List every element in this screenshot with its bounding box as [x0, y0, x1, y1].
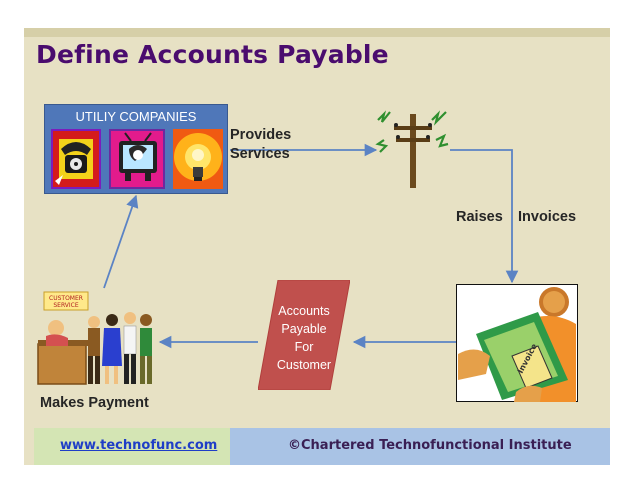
footer-left-panel	[34, 428, 230, 465]
provides-text: Provides	[230, 127, 292, 143]
light-bulb-icon	[173, 129, 223, 189]
ap-line-3: For	[294, 340, 314, 354]
ap-line-1: Accounts	[278, 304, 330, 318]
utility-companies-box: UTILIY COMPANIES	[44, 104, 228, 194]
arrow-raises-invoices	[450, 149, 519, 284]
copyright-text: ©Chartered Technofunctional Institute	[288, 438, 572, 453]
invoices-label: Invoices	[518, 209, 577, 225]
top-bar	[24, 28, 610, 37]
makes-payment-label: Makes Payment	[40, 395, 149, 411]
invoice-handoff-icon: Invoice	[456, 284, 578, 402]
power-pole-icon	[375, 110, 449, 188]
slide-title: Define Accounts Payable	[36, 40, 389, 69]
slide: Define Accounts Payable UTILIY COMPANIES	[24, 28, 610, 465]
customer-service-desk-icon: CUSTOMER SERVICE	[37, 291, 152, 385]
accounts-payable-box: Accounts Payable For Customer	[258, 280, 350, 390]
sign-line-1: CUSTOMER	[49, 295, 83, 302]
accounts-payable-text: Accounts Payable For Customer	[258, 302, 350, 374]
provides-services-label: Provides Services	[230, 126, 291, 164]
sign-line-2: SERVICE	[53, 302, 79, 309]
utility-icons	[51, 129, 223, 189]
website-link[interactable]: www.technofunc.com	[60, 438, 218, 453]
television-icon	[109, 129, 165, 189]
flow-arrows	[103, 143, 519, 349]
services-text: Services	[230, 146, 290, 162]
footer-right-panel	[230, 428, 610, 465]
ap-line-2: Payable	[281, 322, 327, 336]
ap-line-4: Customer	[276, 358, 332, 372]
raises-label: Raises	[456, 209, 503, 225]
telephone-icon	[51, 129, 101, 189]
arrow-makes-payment	[103, 194, 139, 289]
utility-companies-label: UTILIY COMPANIES	[75, 109, 197, 124]
accounts-payable-shape	[258, 280, 350, 390]
footer: www.technofunc.com ©Chartered Technofunc…	[24, 428, 610, 465]
